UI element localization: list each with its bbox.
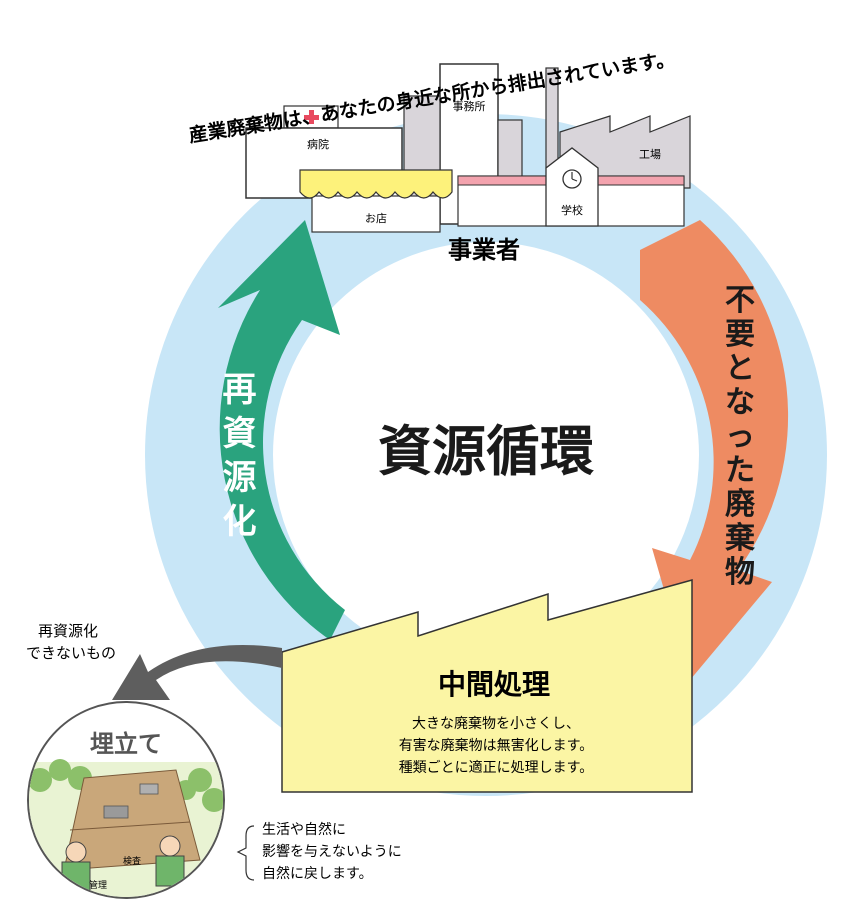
school-building: 学校 [457,147,685,227]
sign-inspection: 検査 [123,855,141,867]
shop-building: お店 [299,169,453,233]
landfill-arrow [112,645,282,700]
landfill-caption-line-2: できないもの [26,644,116,662]
sign-management: 管理 [89,879,107,891]
landfill-note-line-2: 影響を与えないように [262,843,402,860]
businesses-buildings: 事務所 工場 病院 お店 学校 [245,63,691,233]
recycle-arrow-label: 再資源化 [216,371,256,537]
processing-line-3: 種類ごとに適正に処理します。 [399,759,594,776]
processing-line-1: 大きな廃棄物を小さくし、 [412,715,580,732]
landfill-site: 検査 管理 埋立て [27,701,225,899]
factory-label: 工場 [639,148,661,161]
landfill-note-line-1: 生活や自然に [262,821,346,838]
note-bracket [236,825,255,881]
waste-arrow-label: 不要となった廃棄物 [725,283,756,590]
shop-awning [299,169,453,199]
processing-title: 中間処理 [438,668,550,701]
school-label: 学校 [561,203,583,217]
shop-label: お店 [365,211,387,225]
waste-arrow: 不要となった廃棄物 [640,220,789,680]
landfill-title: 埋立て [90,730,162,758]
landfill-note-line-3: 自然に戻します。 [262,865,373,882]
processing-facility: 中間処理 大きな廃棄物を小さくし、 有害な廃棄物は無害化します。 種類ごとに適正… [281,579,693,793]
hospital-label: 病院 [307,137,329,151]
recycle-arrow: 再資源化 [216,220,345,640]
processing-line-2: 有害な廃棄物は無害化します。 [399,737,594,754]
landfill-caption-line-1: 再資源化 [38,622,98,640]
ring-inner-edge [274,243,698,667]
businesses-label: 事業者 [448,236,520,264]
center-title: 資源循環 [378,420,594,483]
office-label: 事務所 [453,99,486,113]
